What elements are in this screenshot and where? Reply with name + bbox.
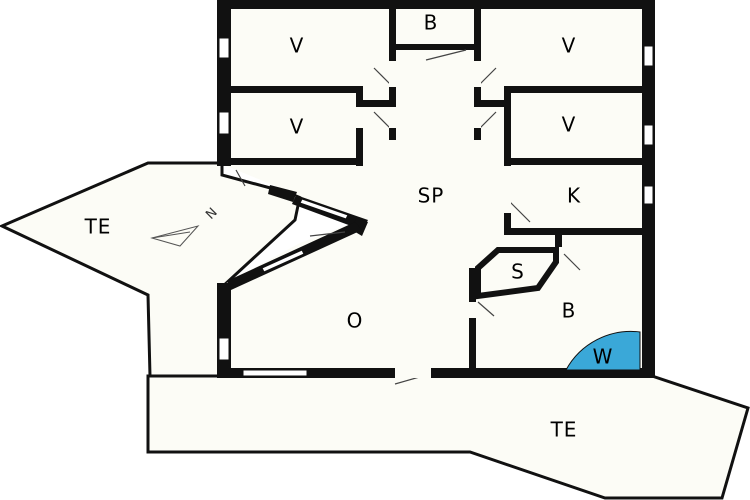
room-bathroom-top-label: B [424,11,439,35]
doors [235,49,581,385]
room-labels: V B V V V SP K S B W O TE TE [84,11,614,442]
door-bedroom-top-left [373,67,391,85]
washer-icon [565,330,641,371]
interior-walls [231,9,642,376]
terrace-bottom-label: TE [550,418,578,442]
windows [218,37,654,377]
room-utility-label: W [593,345,614,369]
room-living-dining-label: SP [418,184,445,208]
door-bedroom-top-right [479,67,497,85]
room-bathroom-label: B [562,299,577,323]
door-living-left [235,169,246,187]
door-sauna [563,253,581,271]
room-bedroom-top-right-label: V [562,34,577,58]
room-bedroom-top-left-label: V [290,34,305,58]
door-kitchen [509,201,531,223]
door-bathroom-top [425,49,467,61]
terrace-bottom-area [146,374,750,500]
room-bedroom-mid-left-label: V [290,115,305,139]
door-bedroom-mid-right [479,111,497,129]
room-living-room-label: O [347,309,364,333]
room-sauna-label: S [511,260,525,284]
door-openings [389,61,511,378]
door-living-patio [309,231,346,237]
terrace-left-label: TE [84,215,112,239]
terraces [0,161,750,500]
room-kitchen-label: K [567,184,581,208]
room-bedroom-mid-right-label: V [562,113,577,137]
door-bathroom [477,301,495,317]
door-bedroom-mid-left [373,111,391,129]
